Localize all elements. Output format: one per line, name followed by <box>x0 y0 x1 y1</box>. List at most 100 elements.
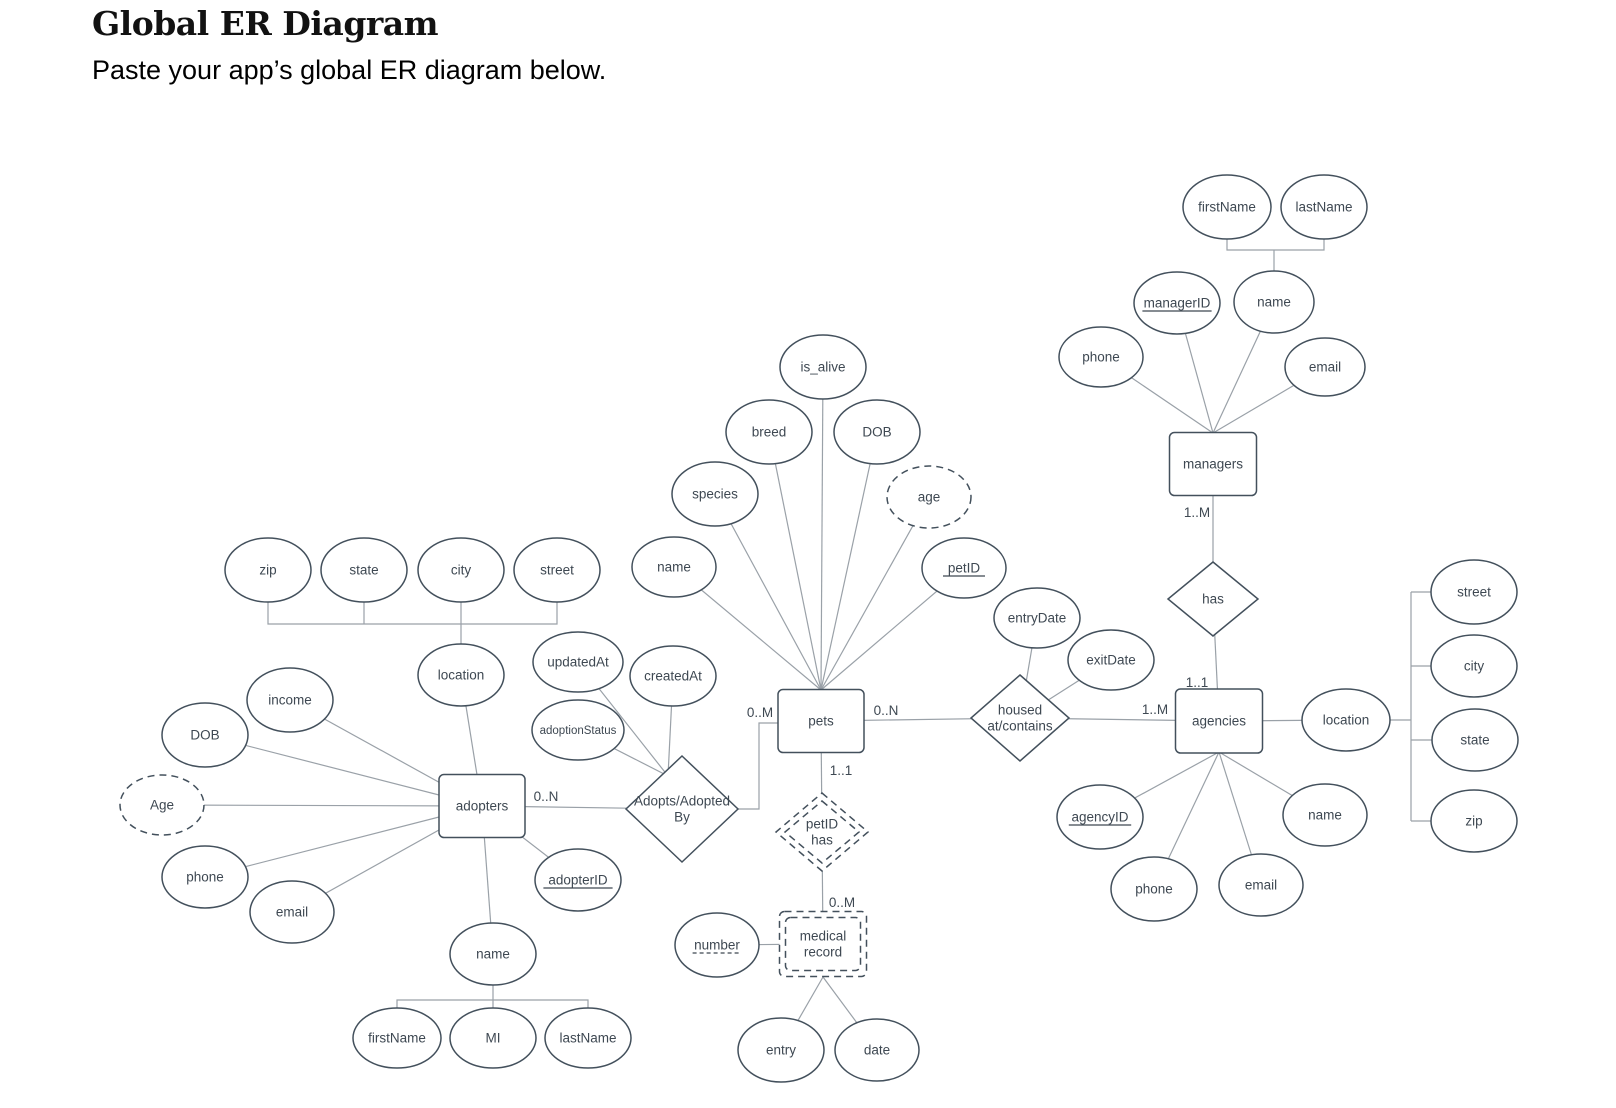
age-pets-attribute: age <box>886 465 972 529</box>
agencyid-label: agencyID <box>1071 810 1128 825</box>
is-alive-attribute: is_alive <box>779 334 867 400</box>
page-subtitle: Paste your app’s global ER diagram below… <box>92 55 607 85</box>
entry-label: entry <box>766 1043 796 1058</box>
lastname-managers-label: lastName <box>1295 200 1352 215</box>
state-attribute: state <box>320 537 408 603</box>
species-attribute: species <box>671 461 759 527</box>
email-managers-label: email <box>1309 360 1341 375</box>
breed-attribute: breed <box>725 399 813 465</box>
email-adopters-label: email <box>276 905 308 920</box>
adopterid-attribute: adopterID <box>534 848 622 912</box>
age-adopters-label: Age <box>150 798 174 813</box>
street-attribute: street <box>513 537 601 603</box>
age-adopters-attribute: Age <box>119 774 205 836</box>
petid-attribute: petID <box>921 537 1007 599</box>
lastname-managers-attribute: lastName <box>1280 174 1368 240</box>
name-agencies-attribute: name <box>1282 783 1368 847</box>
agencies-entity: agencies <box>1174 688 1264 754</box>
zip-label: zip <box>259 563 276 578</box>
exitdate-attribute: exitDate <box>1067 629 1155 691</box>
adopters-entity: adopters <box>438 773 526 839</box>
name-adopters-attribute: name <box>449 922 537 986</box>
createdat-attribute: createdAt <box>629 645 717 707</box>
page-header: Global ER Diagram Paste your app’s globa… <box>92 4 606 86</box>
cardinality-label: 0..N <box>874 703 899 718</box>
breed-label: breed <box>752 425 787 440</box>
location-label: location <box>438 668 485 683</box>
petid-label: petID <box>948 561 981 576</box>
firstname-adopters-label: firstName <box>368 1031 426 1046</box>
createdat-label: createdAt <box>644 669 702 684</box>
state-agencies-label: state <box>1460 733 1489 748</box>
connector-line <box>204 734 483 807</box>
email-adopters-attribute: email <box>249 880 335 944</box>
zip-agencies-attribute: zip <box>1430 789 1518 853</box>
cardinality-label: 1..M <box>1142 702 1168 717</box>
state-agencies-attribute: state <box>1431 708 1519 772</box>
city-label: city <box>451 563 472 578</box>
zip-attribute: zip <box>224 537 312 603</box>
managerid-label: managerID <box>1144 296 1211 311</box>
pets-label: pets <box>808 714 834 729</box>
location-agencies-attribute: location <box>1301 688 1391 752</box>
species-label: species <box>692 487 738 502</box>
zip-agencies-label: zip <box>1465 814 1482 829</box>
connector-line <box>204 805 483 878</box>
adoptionstatus-attribute: adoptionStatus <box>531 699 625 761</box>
connector-line <box>820 496 930 691</box>
connector-line <box>738 722 778 810</box>
mi-adopters-attribute: MI <box>449 1007 537 1069</box>
pets-entity: pets <box>777 688 865 754</box>
connector-line <box>714 493 822 691</box>
lastname-adopters-label: lastName <box>559 1031 616 1046</box>
connector-line <box>267 602 558 625</box>
entrydate-attribute: entryDate <box>993 587 1081 649</box>
phone-adopters-attribute: phone <box>161 845 249 909</box>
mi-adopters-label: MI <box>486 1031 501 1046</box>
phone-managers-attribute: phone <box>1058 326 1144 388</box>
phone-managers-label: phone <box>1082 350 1120 365</box>
email-agencies-attribute: email <box>1218 853 1304 917</box>
dob-adopters-attribute: DOB <box>161 702 249 768</box>
exitdate-label: exitDate <box>1086 653 1136 668</box>
agencyid-attribute: agencyID <box>1056 784 1144 850</box>
connector-line <box>820 431 878 691</box>
firstname-managers-label: firstName <box>1198 200 1256 215</box>
state-label: state <box>349 563 378 578</box>
dob-pets-label: DOB <box>862 425 891 440</box>
street-agencies-attribute: street <box>1430 559 1518 625</box>
phone-agencies-label: phone <box>1135 882 1173 897</box>
firstname-adopters-attribute: firstName <box>352 1007 442 1069</box>
adoptionstatus-label: adoptionStatus <box>540 725 617 737</box>
street-agencies-label: street <box>1457 585 1491 600</box>
number-attribute: number <box>674 912 760 978</box>
updatedat-attribute: updatedAt <box>532 631 624 693</box>
firstname-managers-attribute: firstName <box>1182 174 1272 240</box>
email-agencies-label: email <box>1245 878 1277 893</box>
city-agencies-attribute: city <box>1430 634 1518 698</box>
location-agencies-label: location <box>1323 713 1370 728</box>
agencies-label: agencies <box>1192 714 1246 729</box>
has-label: has <box>1202 592 1224 607</box>
name-pets-attribute: name <box>631 536 717 598</box>
cardinality-label: 1..1 <box>830 763 853 778</box>
city-agencies-label: city <box>1464 659 1485 674</box>
phone-agencies-attribute: phone <box>1110 856 1198 922</box>
email-managers-attribute: email <box>1284 337 1366 397</box>
adopters-label: adopters <box>456 799 509 814</box>
updatedat-label: updatedAt <box>547 655 609 670</box>
managers-entity: managers <box>1168 431 1258 497</box>
managers-label: managers <box>1183 457 1243 472</box>
name-agencies-label: name <box>1308 808 1342 823</box>
connector-line <box>396 999 589 1008</box>
street-label: street <box>540 563 574 578</box>
